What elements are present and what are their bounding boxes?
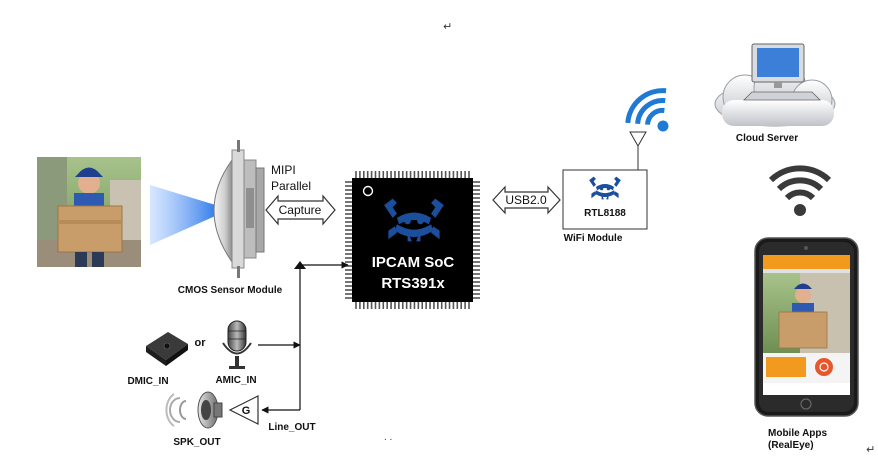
amplifier-icon bbox=[228, 395, 259, 425]
usb-label: USB2.0 bbox=[505, 193, 547, 207]
soc-title: IPCAM SoC bbox=[372, 254, 455, 271]
light-beam bbox=[150, 185, 222, 245]
soc-chip-pins bbox=[345, 171, 480, 309]
soc-chip bbox=[352, 178, 473, 302]
spk-label: SPK_OUT bbox=[173, 437, 220, 448]
mobile-phone bbox=[754, 237, 859, 417]
mobile-app-name-label: (RealEye) bbox=[768, 440, 814, 451]
usb-bus-arrow bbox=[492, 185, 561, 215]
audio-bus-arrowhead bbox=[294, 261, 306, 269]
wifi-icon bbox=[625, 88, 669, 132]
capture-bus-arrow bbox=[265, 194, 336, 226]
microphone-icon bbox=[222, 320, 252, 369]
wifi-module-label: WiFi Module bbox=[564, 233, 623, 244]
stray-dots: . . bbox=[384, 432, 392, 443]
dmic-label: DMIC_IN bbox=[127, 376, 168, 387]
computer-icon bbox=[743, 43, 821, 101]
audio-bus-lines bbox=[261, 261, 349, 414]
cmos-sensor-dome bbox=[213, 140, 265, 278]
wifi-signal-gray-icon bbox=[768, 165, 832, 216]
soc-model: RTS391x bbox=[381, 275, 445, 292]
line-out-label: Line_OUT bbox=[268, 422, 315, 433]
mipi-label: MIPI bbox=[271, 163, 296, 177]
parallel-label: Parallel bbox=[271, 179, 311, 193]
rtl-label: RTL8188 bbox=[584, 208, 626, 219]
return-mark-bottom: ↵ bbox=[866, 443, 875, 456]
return-mark-top: ↵ bbox=[443, 20, 452, 33]
mobile-apps-label: Mobile Apps bbox=[768, 428, 828, 439]
or-label: or bbox=[195, 337, 207, 349]
amp-label: G bbox=[242, 405, 251, 417]
capture-label: Capture bbox=[279, 203, 322, 217]
cmos-module-label: CMOS Sensor Module bbox=[178, 285, 283, 296]
amic-label: AMIC_IN bbox=[215, 375, 256, 386]
cloud-server-label: Cloud Server bbox=[736, 133, 798, 144]
speaker-icon bbox=[165, 391, 223, 429]
camera-subject-photo bbox=[37, 157, 141, 267]
wifi-module-box bbox=[562, 169, 648, 230]
dmic-chip bbox=[146, 332, 188, 366]
antenna-icon bbox=[629, 131, 647, 170]
